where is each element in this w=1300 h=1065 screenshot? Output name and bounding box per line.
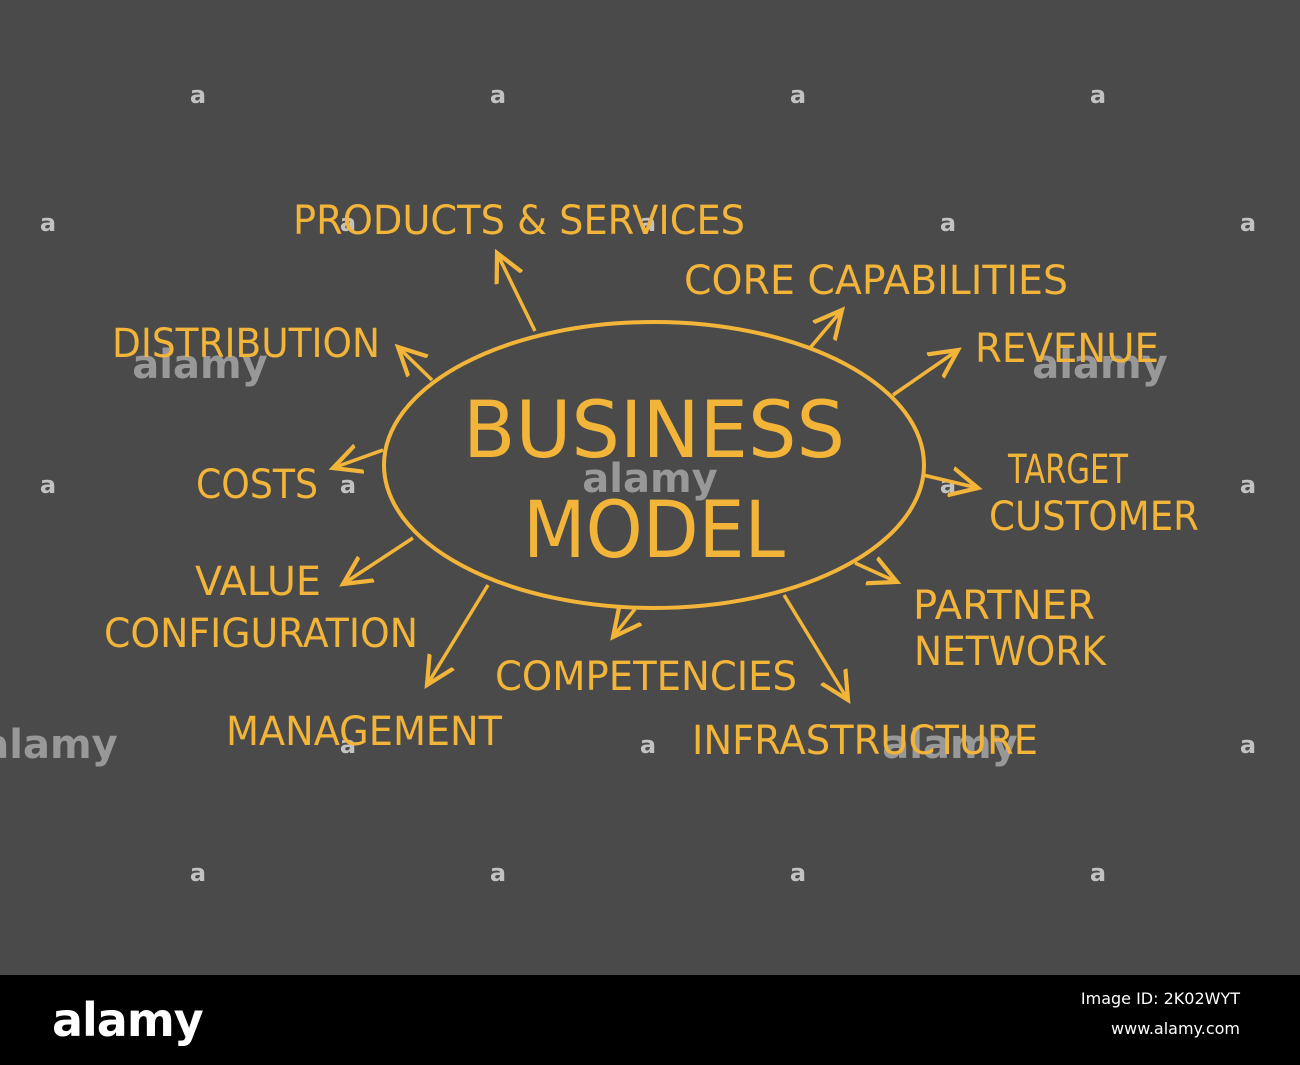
watermark-mark: a bbox=[40, 471, 56, 499]
footer-url: www.alamy.com bbox=[1111, 1019, 1240, 1038]
watermark-mark: a bbox=[940, 209, 956, 237]
watermark-mark: a bbox=[1090, 859, 1106, 887]
watermark-mark: a bbox=[340, 209, 356, 237]
label-target-customer-line-2: CUSTOMER bbox=[989, 494, 1199, 540]
label-products-services: PRODUCTS & SERVICES bbox=[293, 198, 745, 244]
label-partner-network-line-2: NETWORK bbox=[914, 629, 1108, 675]
arrow-products-services bbox=[497, 253, 537, 332]
arrow-competencies bbox=[613, 609, 635, 637]
center-label: BUSINESS MODEL bbox=[463, 386, 845, 576]
center-ellipse bbox=[382, 320, 926, 610]
arrows bbox=[333, 253, 978, 700]
watermark-mark: a bbox=[190, 859, 206, 887]
watermark-word: alamy bbox=[882, 722, 1017, 768]
arrow-distribution bbox=[398, 347, 434, 382]
watermark-mark: a bbox=[1240, 471, 1256, 499]
watermark-mark: a bbox=[40, 209, 56, 237]
arrow-partner-network bbox=[854, 563, 897, 582]
watermark-layer: a a a a a a a a a a a a a a a a a a a a … bbox=[0, 81, 1256, 887]
watermark-word: alamy bbox=[132, 342, 267, 388]
label-core-capabilities: CORE CAPABILITIES bbox=[684, 258, 1068, 304]
arrow-revenue bbox=[892, 350, 958, 397]
watermark-mark: a bbox=[790, 859, 806, 887]
watermark-mark: a bbox=[490, 859, 506, 887]
label-revenue: REVENUE bbox=[975, 326, 1159, 372]
watermark-mark: a bbox=[640, 209, 656, 237]
footer-image-id: Image ID: 2K02WYT bbox=[1080, 989, 1240, 1008]
label-distribution: DISTRIBUTION bbox=[112, 321, 380, 367]
arrow-target-customer bbox=[922, 475, 978, 488]
arrow-value-configuration bbox=[343, 536, 414, 584]
center-label-line-2: MODEL bbox=[523, 486, 785, 576]
watermark-mark: a bbox=[1090, 81, 1106, 109]
arrow-costs bbox=[333, 450, 384, 468]
watermark-mark: a bbox=[940, 471, 956, 499]
label-value-configuration-line-1: VALUE bbox=[195, 559, 321, 605]
label-target-customer-line-1: TARGET bbox=[1007, 447, 1128, 493]
arrow-management bbox=[427, 584, 490, 685]
arrow-core-capabilities bbox=[808, 310, 842, 350]
watermark-word: alamy bbox=[582, 456, 717, 502]
watermark-mark: a bbox=[1240, 731, 1256, 759]
watermark-mark: a bbox=[1240, 209, 1256, 237]
footer-bar: alamy Image ID: 2K02WYT www.alamy.com bbox=[0, 975, 1300, 1065]
footer-brand-logo: alamy bbox=[52, 993, 204, 1047]
diagram-board: a a a a a a a a a a a a a a a a a a a a … bbox=[0, 0, 1300, 975]
node-labels: PRODUCTS & SERVICES CORE CAPABILITIES DI… bbox=[104, 198, 1199, 764]
label-infrastructure: INFRASTRUCTURE bbox=[692, 718, 1038, 764]
watermark-word: alamy bbox=[1032, 342, 1167, 388]
watermark-mark: a bbox=[190, 81, 206, 109]
watermark-mark: a bbox=[340, 731, 356, 759]
watermark-mark: a bbox=[640, 731, 656, 759]
arrow-infrastructure bbox=[782, 594, 848, 700]
label-value-configuration-line-2: CONFIGURATION bbox=[104, 611, 418, 657]
center-label-line-1: BUSINESS bbox=[463, 386, 845, 476]
watermark-word: alamy bbox=[0, 722, 118, 768]
label-management: MANAGEMENT bbox=[226, 709, 503, 755]
mind-map: a a a a a a a a a a a a a a a a a a a a … bbox=[0, 81, 1256, 887]
label-partner-network-line-1: PARTNER bbox=[913, 583, 1095, 629]
label-costs: COSTS bbox=[196, 462, 318, 508]
watermark-mark: a bbox=[790, 81, 806, 109]
watermark-mark: a bbox=[490, 81, 506, 109]
watermark-mark: a bbox=[340, 471, 356, 499]
label-competencies: COMPETENCIES bbox=[495, 654, 797, 700]
